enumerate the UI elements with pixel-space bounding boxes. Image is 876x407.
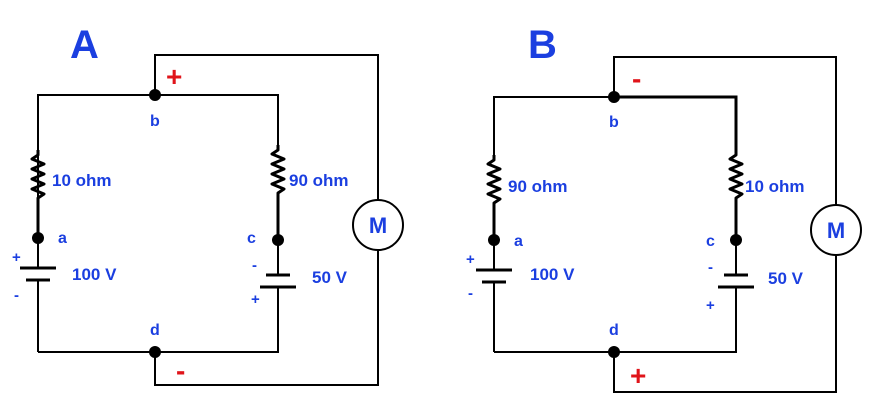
battery-b-left	[476, 240, 512, 352]
circuit-b-wires	[493, 56, 837, 393]
node-b-c-label: c	[706, 233, 715, 250]
battery-b-left-minus: -	[468, 285, 473, 302]
node-a-d	[149, 346, 161, 358]
meter-a-bottom-polarity: -	[176, 355, 185, 386]
battery-b-left-label: 100 V	[530, 265, 575, 284]
circuit-a: A	[12, 23, 404, 386]
battery-a-right-minus: -	[252, 257, 257, 274]
battery-a-right-label: 50 V	[312, 268, 348, 287]
circuit-a-wires	[37, 54, 379, 386]
resistor-b-left-label: 90 ohm	[508, 177, 568, 196]
meter-b-bottom-polarity: +	[630, 360, 646, 391]
node-a-b-label: b	[150, 113, 160, 130]
node-b-d-label: d	[609, 322, 619, 339]
meter-b-top-polarity: -	[632, 63, 641, 94]
meter-a: M	[352, 199, 404, 251]
node-a-c-label: c	[247, 230, 256, 247]
battery-b-right-label: 50 V	[768, 269, 804, 288]
node-b-a-label: a	[514, 233, 523, 250]
node-a-a-label: a	[58, 230, 67, 247]
node-a-b	[149, 89, 161, 101]
resistor-b-left	[486, 155, 502, 210]
circuit-a-title: A	[70, 23, 99, 67]
node-a-a	[32, 232, 44, 244]
battery-a-right	[260, 240, 296, 352]
meter-a-label: M	[369, 213, 387, 238]
resistor-a-left	[30, 150, 46, 205]
node-b-b	[608, 91, 620, 103]
battery-b-left-plus: +	[466, 251, 475, 268]
node-b-a	[488, 234, 500, 246]
meter-b-label: M	[827, 218, 845, 243]
meter-b: M	[810, 204, 862, 256]
node-b-c	[730, 234, 742, 246]
meter-a-top-polarity: +	[166, 61, 182, 92]
resistor-b-right-label: 10 ohm	[745, 177, 805, 196]
battery-b-right	[718, 240, 754, 352]
battery-a-left-minus: -	[14, 287, 19, 304]
resistor-a-right-label: 90 ohm	[289, 171, 349, 190]
battery-b-right-minus: -	[708, 259, 713, 276]
resistor-b-right	[728, 150, 744, 205]
battery-a-left	[20, 238, 56, 352]
circuit-b: B	[466, 23, 862, 393]
circuit-b-title: B	[528, 23, 557, 67]
node-a-d-label: d	[150, 322, 160, 339]
resistor-a-right	[270, 145, 286, 198]
node-b-b-label: b	[609, 114, 619, 131]
node-a-c	[272, 234, 284, 246]
resistor-a-left-label: 10 ohm	[52, 171, 112, 190]
battery-b-right-plus: +	[706, 297, 715, 314]
battery-a-left-label: 100 V	[72, 265, 117, 284]
battery-a-right-plus: +	[251, 291, 260, 308]
battery-a-left-plus: +	[12, 249, 21, 266]
node-b-d	[608, 346, 620, 358]
